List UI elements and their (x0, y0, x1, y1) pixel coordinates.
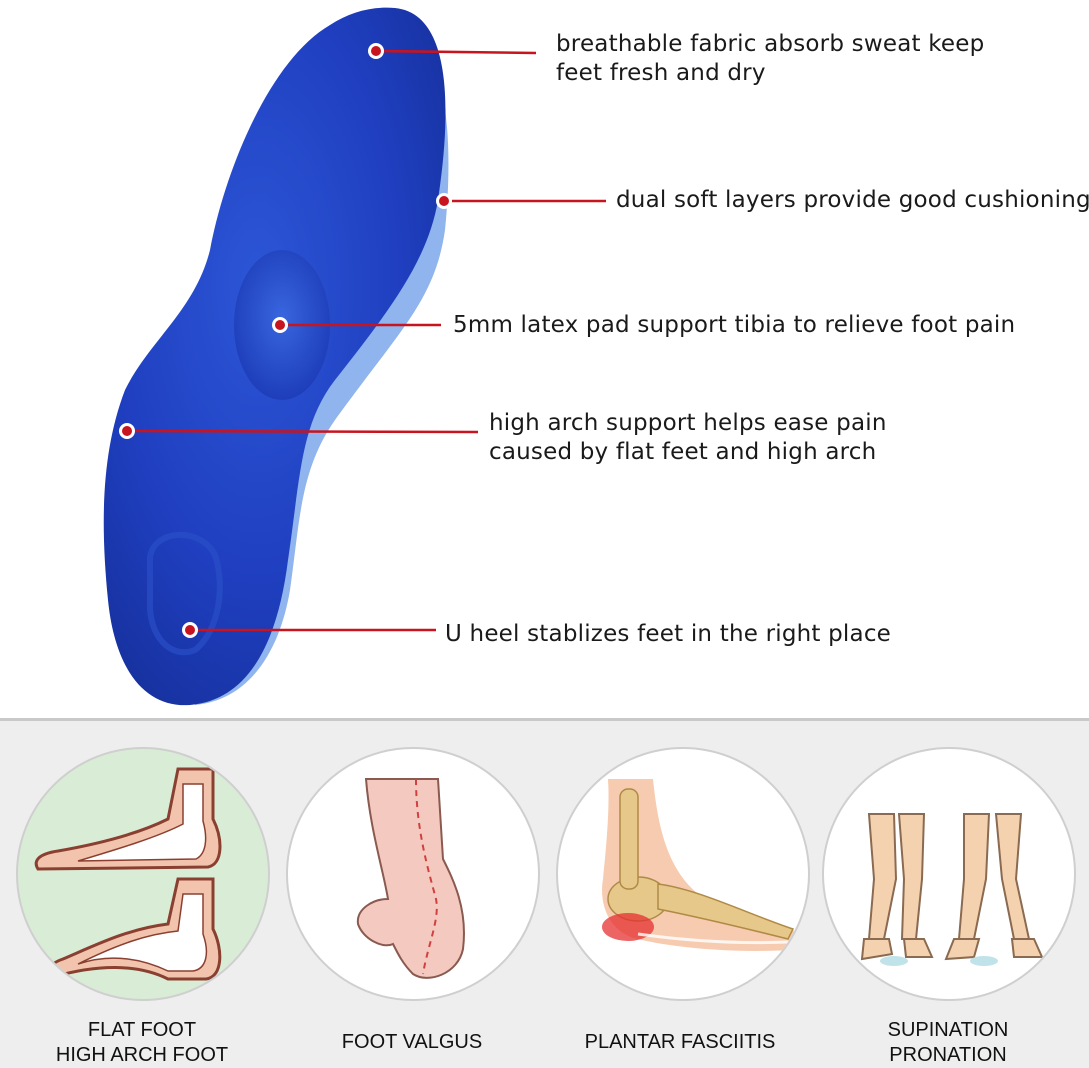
callout-high-arch: high arch support helps ease pain caused… (489, 409, 887, 467)
supination-pronation-illustration (822, 747, 1076, 1001)
callout-text-line: breathable fabric absorb sweat keep (556, 31, 985, 57)
callout-text-line: high arch support helps ease pain (489, 410, 887, 436)
section-divider (0, 718, 1089, 721)
condition-label-line: HIGH ARCH FOOT (55, 1044, 229, 1066)
callout-text-line: U heel stablizes feet in the right place (445, 621, 892, 647)
callout-text-line: dual soft layers provide good cushioning (616, 187, 1089, 213)
callout-line-1 (375, 49, 537, 55)
conditions-panel: FLAT FOOT HIGH ARCH FOOT FOOT VALGUS PLA… (0, 721, 1089, 1068)
product-feature-section: breathable fabric absorb sweat keep feet… (103, 7, 1089, 706)
foot-valgus-illustration (286, 747, 540, 1001)
callout-latex-pad: 5mm latex pad support tibia to relieve f… (453, 311, 1015, 340)
condition-label-line: PLANTAR FASCIITIS (584, 1031, 776, 1053)
condition-label-line: FOOT VALGUS (341, 1031, 483, 1053)
condition-label-plantar-fasciitis: PLANTAR FASCIITIS (550, 1030, 810, 1055)
plantar-fasciitis-illustration (556, 747, 810, 1001)
condition-label-supination-pronation: SUPINATION PRONATION (818, 1018, 1078, 1068)
callout-text-line: feet fresh and dry (556, 60, 766, 86)
callout-u-heel: U heel stablizes feet in the right place (445, 620, 891, 649)
callout-text-line: 5mm latex pad support tibia to relieve f… (453, 312, 1016, 338)
u-heel-contour (146, 531, 223, 655)
condition-label-line: FLAT FOOT (87, 1019, 197, 1041)
callout-text-line: caused by flat feet and high arch (489, 439, 877, 465)
condition-label-foot-valgus: FOOT VALGUS (282, 1030, 542, 1055)
insole-illustration (103, 7, 606, 706)
callout-dots (119, 43, 452, 638)
callout-dual-layers: dual soft layers provide good cushioning (616, 186, 1089, 215)
callout-lines (126, 49, 606, 632)
callout-breathable-fabric: breathable fabric absorb sweat keep feet… (556, 30, 984, 88)
flat-foot-illustration (16, 747, 270, 1001)
condition-label-line: SUPINATION (887, 1019, 1009, 1041)
callout-line-4 (126, 429, 479, 434)
condition-label-line: PRONATION (889, 1044, 1007, 1066)
condition-label-flat-foot: FLAT FOOT HIGH ARCH FOOT (12, 1018, 272, 1068)
